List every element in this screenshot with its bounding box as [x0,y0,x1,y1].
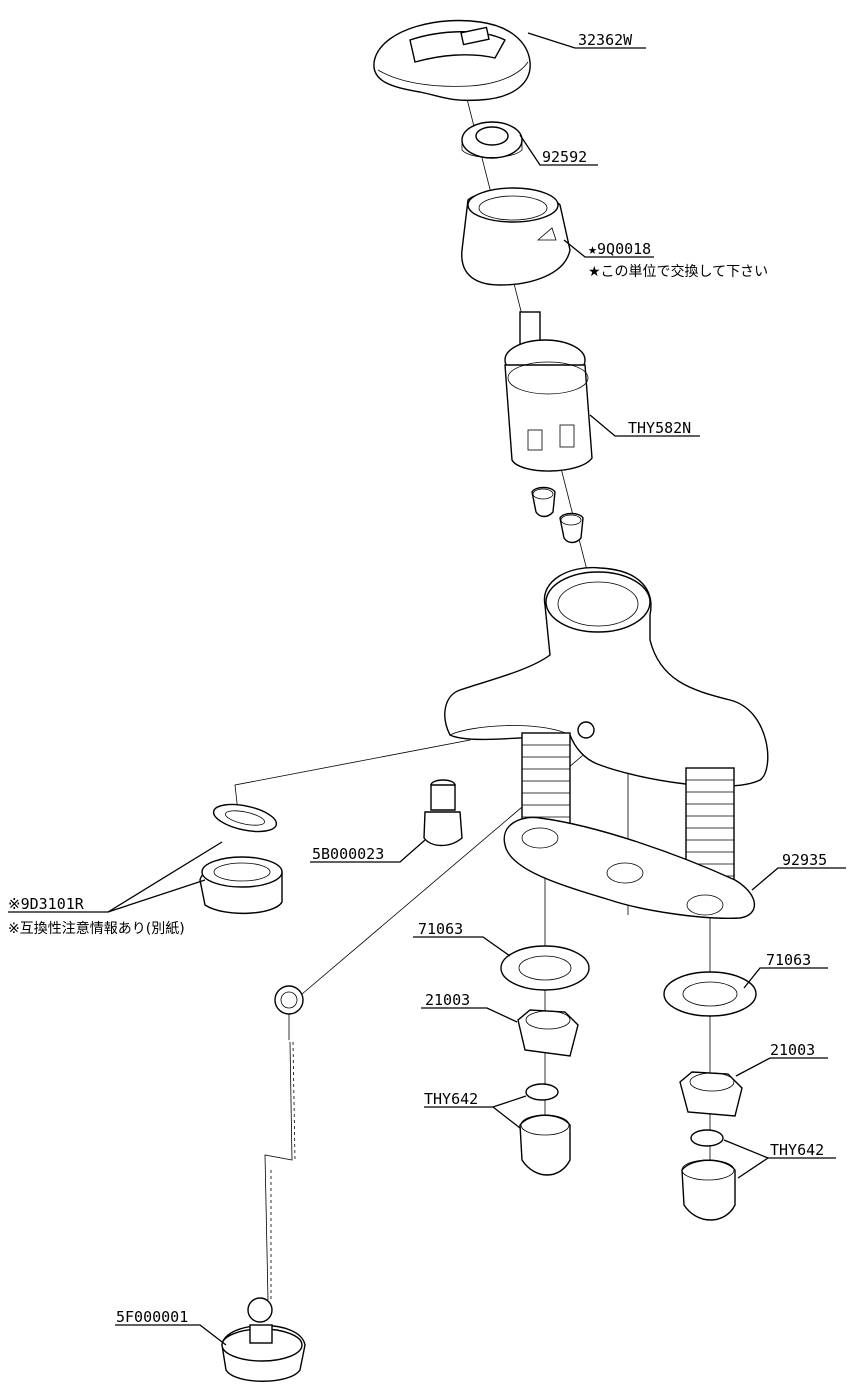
label-washer-right: 71063 [766,951,811,969]
aerator-part [199,803,283,915]
seal-parts [531,486,584,544]
label-union-right: THY642 [770,1141,824,1159]
label-ring: 92592 [542,148,587,166]
part-labels: 32362W 92592 ★9Q0018 ★この単位で交換して下さい THY58… [8,31,827,1326]
label-handle: 32362W [578,31,633,49]
label-aerator-note: ※互換性注意情報あり(別紙) [8,920,185,937]
faucet-body-part [444,566,769,887]
right-fittings-part [663,971,757,1221]
label-union-left: THY642 [424,1090,478,1108]
leader-lines [8,32,846,1346]
plate-part [503,816,756,919]
label-cover-note: ★この単位で交換して下さい [588,263,768,280]
ring-part [461,121,523,159]
cartridge-part [504,311,593,472]
label-check-valve: 5B000023 [312,845,384,863]
cover-part [461,187,571,286]
chain-stopper-part [221,985,306,1382]
handle-part [373,19,531,102]
label-cover: ★9Q0018 [588,240,651,258]
label-plate: 92935 [782,851,827,869]
label-washer-left: 71063 [418,920,463,938]
label-nut-right: 21003 [770,1041,815,1059]
label-cartridge: THY582N [628,419,691,437]
check-valve-part [423,779,463,847]
label-nut-left: 21003 [425,991,470,1009]
left-fittings-part [500,945,590,1176]
label-aerator: ※9D3101R [8,895,85,913]
label-stopper: 5F000001 [116,1308,188,1326]
